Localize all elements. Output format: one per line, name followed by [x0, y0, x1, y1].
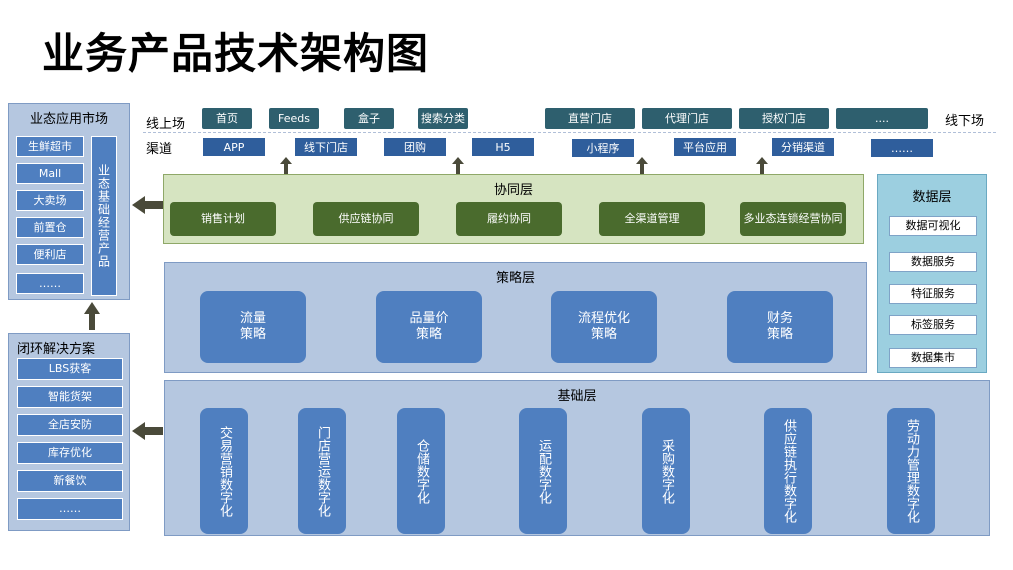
synergy-layer: 协同层 销售计划 供应链协同 履约协同 全渠道管理 多业态连锁经营协同 [163, 174, 864, 244]
offline-label: 线下场 [945, 114, 985, 129]
synergy-multi-format[interactable]: 多业态连锁经营协同 [740, 202, 846, 236]
closed-loop-title: 闭环解决方案 [17, 342, 96, 357]
channel-more-2[interactable]: …… [870, 138, 934, 158]
channel-box[interactable]: 盒子 [344, 108, 394, 129]
market-title: 业态应用市场 [29, 112, 108, 127]
market-item-more[interactable]: …… [16, 273, 84, 294]
loop-item-security[interactable]: 全店安防 [17, 414, 123, 436]
market-item-fresh[interactable]: 生鲜超市 [16, 136, 84, 157]
channel-authorized-store[interactable]: 授权门店 [739, 108, 829, 129]
channel-feeds[interactable]: Feeds [269, 108, 319, 129]
channel-distribution[interactable]: 分销渠道 [771, 137, 835, 157]
loop-item-inventory[interactable]: 库存优化 [17, 442, 123, 464]
base-layer: 基础层 交易营销数字化 门店营运数字化 仓储数字化 运配数字化 采购数字化 供应… [164, 380, 990, 536]
channel-search[interactable]: 搜索分类 [418, 108, 468, 129]
tag-service[interactable]: 标签服务 [889, 315, 977, 335]
arrow-up-icon [84, 302, 100, 330]
market-panel: 业态应用市场 生鲜超市 Mall 大卖场 前置仓 便利店 …… 业态基础经营产品 [8, 103, 130, 300]
loop-item-smart-shelf[interactable]: 智能货架 [17, 386, 123, 408]
strategy-title: 策略层 [495, 271, 535, 286]
data-service[interactable]: 数据服务 [889, 252, 977, 272]
channel-direct-store[interactable]: 直营门店 [545, 108, 635, 129]
data-layer: 数据层 数据可视化 数据服务 特征服务 标签服务 数据集市 [877, 174, 987, 373]
channel-group-buy[interactable]: 团购 [383, 137, 447, 157]
online-label: 线上场 [146, 117, 186, 132]
channel-home[interactable]: 首页 [202, 108, 252, 129]
synergy-title: 协同层 [493, 183, 533, 198]
synergy-sales-plan[interactable]: 销售计划 [170, 202, 276, 236]
base-title: 基础层 [557, 389, 597, 404]
channel-more-1[interactable]: .... [836, 108, 928, 129]
channel-h5[interactable]: H5 [471, 137, 535, 157]
market-item-mall[interactable]: Mall [16, 163, 84, 184]
channel-offline-store[interactable]: 线下门店 [294, 137, 358, 157]
strategy-layer: 策略层 流量 策略 品量价 策略 流程优化 策略 财务 策略 [164, 262, 867, 373]
data-mart[interactable]: 数据集市 [889, 348, 977, 368]
channel-platform-app[interactable]: 平台应用 [673, 137, 737, 157]
strategy-traffic[interactable]: 流量 策略 [200, 291, 306, 363]
channel-label: 渠道 [146, 142, 173, 157]
arrow-left-icon [132, 422, 163, 440]
data-visualization[interactable]: 数据可视化 [889, 216, 977, 236]
closed-loop-panel: 闭环解决方案 LBS获客 智能货架 全店安防 库存优化 新餐饮 …… [8, 333, 130, 531]
strategy-process[interactable]: 流程优化 策略 [551, 291, 657, 363]
channel-app[interactable]: APP [202, 137, 266, 157]
strategy-finance[interactable]: 财务 策略 [727, 291, 833, 363]
market-item-hypermarket[interactable]: 大卖场 [16, 190, 84, 211]
loop-item-more[interactable]: …… [17, 498, 123, 520]
synergy-supply-chain[interactable]: 供应链协同 [313, 202, 419, 236]
base-supply-chain-execution[interactable]: 供应链执行数字化 [764, 408, 812, 534]
loop-item-catering[interactable]: 新餐饮 [17, 470, 123, 492]
base-workforce[interactable]: 劳动力管理数字化 [887, 408, 935, 534]
data-layer-title: 数据层 [912, 190, 952, 205]
arrow-left-icon [132, 196, 163, 214]
market-item-convenience[interactable]: 便利店 [16, 244, 84, 265]
channel-agent-store[interactable]: 代理门店 [642, 108, 732, 129]
base-warehousing[interactable]: 仓储数字化 [397, 408, 445, 534]
market-base-product[interactable]: 业态基础经营产品 [91, 136, 117, 296]
strategy-quality-price[interactable]: 品量价 策略 [376, 291, 482, 363]
channel-mini-program[interactable]: 小程序 [571, 138, 635, 158]
loop-item-lbs[interactable]: LBS获客 [17, 358, 123, 380]
base-store-operation[interactable]: 门店营运数字化 [298, 408, 346, 534]
base-distribution[interactable]: 运配数字化 [519, 408, 567, 534]
base-procurement[interactable]: 采购数字化 [642, 408, 690, 534]
feature-service[interactable]: 特征服务 [889, 284, 977, 304]
market-item-front-warehouse[interactable]: 前置仓 [16, 217, 84, 238]
synergy-fulfillment[interactable]: 履约协同 [456, 202, 562, 236]
base-trade-marketing[interactable]: 交易营销数字化 [200, 408, 248, 534]
channel-divider [143, 132, 996, 133]
page-title: 业务产品技术架构图 [42, 29, 430, 78]
synergy-omnichannel[interactable]: 全渠道管理 [599, 202, 705, 236]
